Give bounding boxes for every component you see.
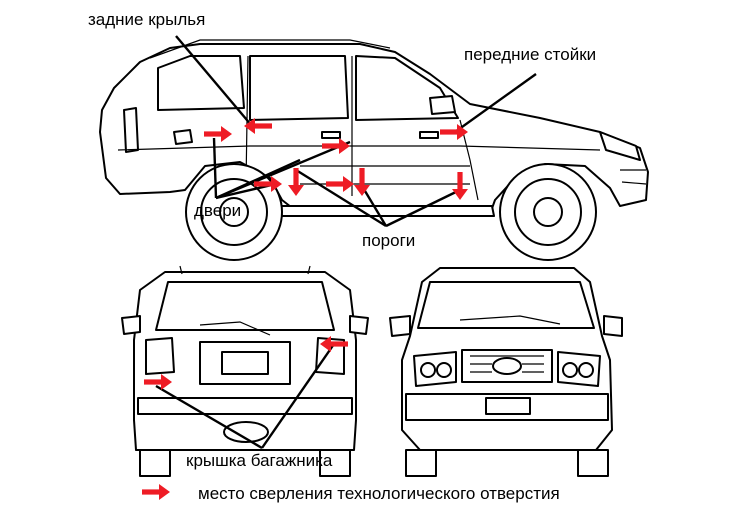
label-sills: пороги bbox=[362, 231, 415, 250]
front-wheel bbox=[499, 163, 597, 261]
windshield bbox=[417, 281, 595, 329]
legend-text: место сверления технологического отверст… bbox=[198, 484, 560, 503]
leader-lines bbox=[155, 35, 537, 450]
side-step bbox=[279, 205, 495, 217]
front-view bbox=[389, 267, 623, 477]
headlight bbox=[599, 131, 641, 161]
label-doors: двери bbox=[194, 201, 241, 220]
front-license-plate bbox=[485, 397, 531, 415]
rear-door-window bbox=[249, 55, 349, 121]
side-mirror bbox=[429, 95, 456, 115]
rear-view bbox=[121, 265, 369, 477]
front-left-headlight bbox=[413, 351, 457, 387]
side-view bbox=[99, 39, 649, 261]
legend-red-arrow-icon bbox=[142, 484, 170, 500]
rear-right-light bbox=[315, 337, 345, 375]
rear-license-plate bbox=[221, 351, 269, 375]
rear-left-light bbox=[145, 337, 175, 375]
rear-side-window bbox=[157, 55, 245, 111]
tail-light bbox=[123, 107, 139, 153]
rear-window bbox=[155, 281, 335, 331]
label-rear-fenders: задние крылья bbox=[88, 10, 205, 29]
label-tailgate: крышка багажника bbox=[186, 451, 333, 470]
label-front-pillars: передние стойки bbox=[464, 45, 596, 64]
front-right-headlight bbox=[557, 351, 601, 387]
